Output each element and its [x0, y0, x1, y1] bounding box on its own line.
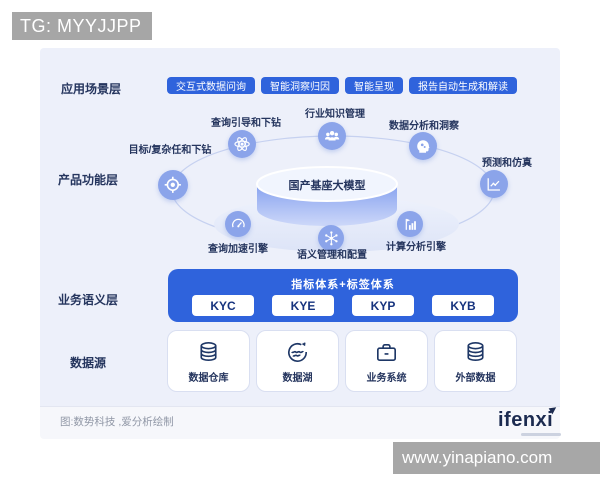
label-query-guidance: 查询引导和下钻: [211, 118, 281, 129]
node-query-guidance[interactable]: [228, 130, 256, 158]
atom-icon: [234, 137, 250, 151]
label-industry-knowledge: 行业知识管理: [305, 109, 365, 120]
compute-engine-icon: [405, 218, 416, 230]
logo-tagline-bar: [521, 433, 561, 436]
chip-smart-presentation[interactable]: 智能呈现: [345, 77, 403, 94]
layer-label-application: 应用场景层: [61, 82, 122, 96]
label-data-analysis: 数据分析和洞察: [389, 121, 459, 132]
node-semantic-management[interactable]: [318, 225, 344, 251]
watermark-bottom-right: www.yinapiano.com: [393, 442, 600, 474]
semantic-network-icon: [324, 230, 338, 246]
core-model-cylinder: [256, 166, 398, 226]
node-query-acceleration[interactable]: [225, 211, 251, 237]
label-goal-drilldown: 目标/复杂任和下钻: [128, 145, 212, 156]
node-compute-engine[interactable]: [397, 211, 423, 237]
card-business-system[interactable]: 业务系统: [345, 330, 428, 392]
external-database-icon: [467, 341, 484, 361]
label-query-acceleration: 查询加速引擎: [208, 244, 268, 255]
label-semantic-management: 语义管理和配置: [297, 250, 367, 261]
caption-strip: [40, 406, 560, 439]
gauge-icon: [231, 218, 245, 228]
target-icon: [164, 176, 182, 194]
kyp-button[interactable]: KYP: [352, 295, 414, 316]
kye-button[interactable]: KYE: [272, 295, 334, 316]
layer-label-semantic: 业务语义层: [58, 293, 119, 307]
card-label: 数据仓库: [188, 372, 229, 384]
label-prediction-simulation: 预测和仿真: [482, 158, 532, 169]
card-external-data[interactable]: 外部数据: [434, 330, 517, 392]
application-chip-row: 交互式数据问询 智能洞察归因 智能呈现 报告自动生成和解读: [167, 77, 517, 94]
card-label: 外部数据: [455, 372, 496, 384]
watermark-top-left: TG: MYYJJPP: [12, 12, 152, 40]
ifenxi-logo-text: ifenxi: [498, 409, 554, 431]
trend-chart-icon: [487, 178, 500, 191]
figure-caption: 图:数势科技 ,爱分析绘制: [60, 416, 174, 428]
database-icon: [200, 341, 217, 361]
core-model-label: 国产基座大模型: [288, 180, 366, 192]
card-data-warehouse[interactable]: 数据仓库: [167, 330, 250, 392]
semantic-layer-title: 指标体系+标签体系: [291, 279, 395, 291]
data-lake-icon: [288, 342, 307, 362]
semantic-button-row: KYC KYE KYP KYB: [192, 295, 494, 316]
people-icon: [324, 130, 340, 141]
briefcase-icon: [377, 343, 396, 361]
datasource-row: 数据仓库 数据湖 业务系统: [167, 330, 517, 392]
node-data-analysis[interactable]: [409, 132, 437, 160]
card-data-lake[interactable]: 数据湖: [256, 330, 339, 392]
ifenxi-logo: ifenxi: [498, 404, 559, 432]
chip-report-generation[interactable]: 报告自动生成和解读: [409, 77, 517, 94]
chip-insight-attribution[interactable]: 智能洞察归因: [261, 77, 339, 94]
label-compute-engine: 计算分析引擎: [386, 242, 446, 253]
head-gear-icon: [417, 140, 430, 153]
kyc-button[interactable]: KYC: [192, 295, 254, 316]
node-goal-drilldown[interactable]: [158, 170, 188, 200]
kyb-button[interactable]: KYB: [432, 295, 494, 316]
node-prediction-simulation[interactable]: [480, 170, 508, 198]
chip-interactive-query[interactable]: 交互式数据问询: [167, 77, 255, 94]
card-label: 数据湖: [282, 372, 313, 384]
layer-label-product: 产品功能层: [58, 173, 119, 187]
node-industry-knowledge[interactable]: [318, 122, 346, 150]
layer-label-datasource: 数据源: [70, 356, 107, 370]
card-label: 业务系统: [366, 372, 407, 384]
